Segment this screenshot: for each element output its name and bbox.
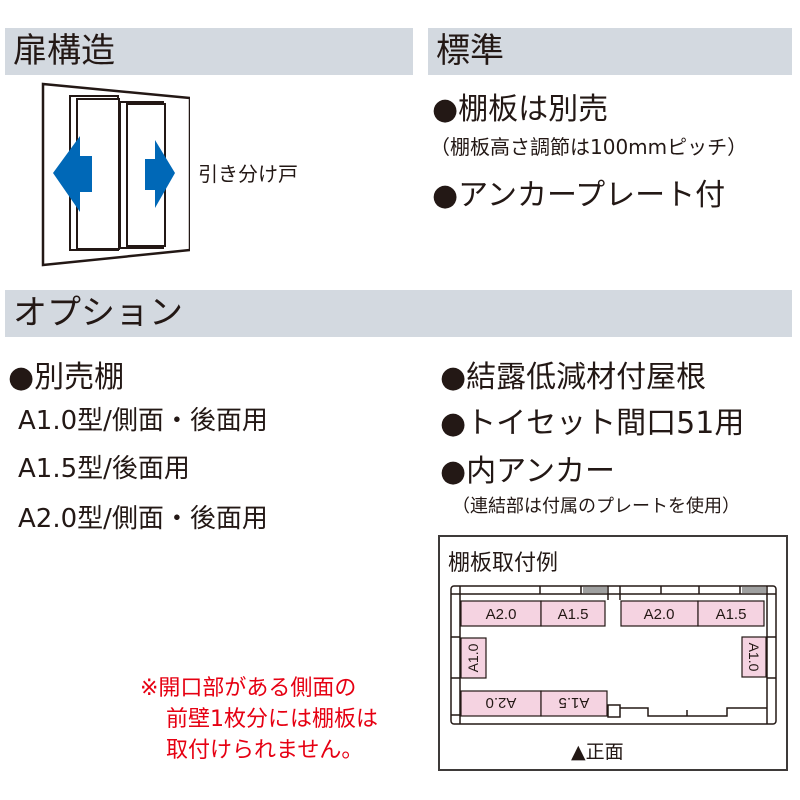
shelf-label: A1.0 xyxy=(465,643,481,672)
options-heading: オプション xyxy=(5,290,792,337)
note-line: 取付けられません。 xyxy=(166,738,364,763)
shelf-right-a1 xyxy=(741,636,767,678)
shelf-label: A2.0 xyxy=(644,606,675,623)
arrow-left-icon xyxy=(53,136,92,212)
option-subitem: A1.0型/側面・後面用 xyxy=(18,406,268,436)
floor-plan: A2.0 A1.5 A2.0 A1.5 A1.0 A1.0 A2.0 A1.5 xyxy=(450,585,777,725)
shelf-bottom-a2 xyxy=(460,690,542,717)
shelf-left-a1 xyxy=(460,637,487,679)
option-item: ●別売棚 xyxy=(8,360,125,395)
sliding-door-icon xyxy=(41,82,190,267)
shelf-bottom-a15 xyxy=(540,690,608,717)
option-subitem: A2.0型/側面・後面用 xyxy=(18,504,268,534)
front-label: ▲正面 xyxy=(571,741,624,763)
shelf-label: A1.0 xyxy=(746,643,762,672)
shelf-label: A1.5 xyxy=(559,694,590,711)
door-type-label: 引き分け戸 xyxy=(198,162,298,186)
diagram-title: 棚板取付例 xyxy=(448,551,559,576)
note-line: ※開口部がある側面の xyxy=(140,676,357,701)
standard-item-note: （棚板高さ調節は100mmピッチ） xyxy=(430,135,748,159)
shelf-label: A1.5 xyxy=(716,606,747,623)
shelf-label: A2.0 xyxy=(486,606,517,623)
standard-item: ●アンカープレート付 xyxy=(432,178,726,213)
standard-item: ●棚板は別売 xyxy=(432,92,609,127)
option-subitem: A1.5型/後面用 xyxy=(18,454,190,484)
shelf-top-left-a15 xyxy=(540,600,606,627)
standard-heading: 標準 xyxy=(428,28,792,75)
arrow-right-icon xyxy=(145,140,175,208)
shelf-layout-example xyxy=(438,535,788,771)
door-structure-heading: 扉構造 xyxy=(5,28,413,75)
note-line: 前壁1枚分には棚板は xyxy=(166,707,378,732)
shelf-label: A2.0 xyxy=(486,694,517,711)
option-item-note: （連結部は付属のプレートを使用） xyxy=(452,496,740,517)
shelf-label: A1.5 xyxy=(558,606,589,623)
option-item: ●内アンカー xyxy=(440,454,615,489)
shelf-top-right-a15 xyxy=(697,600,765,627)
option-item: ●結露低減材付屋根 xyxy=(440,360,707,395)
option-item: ●トイセット間口51用 xyxy=(440,406,745,441)
